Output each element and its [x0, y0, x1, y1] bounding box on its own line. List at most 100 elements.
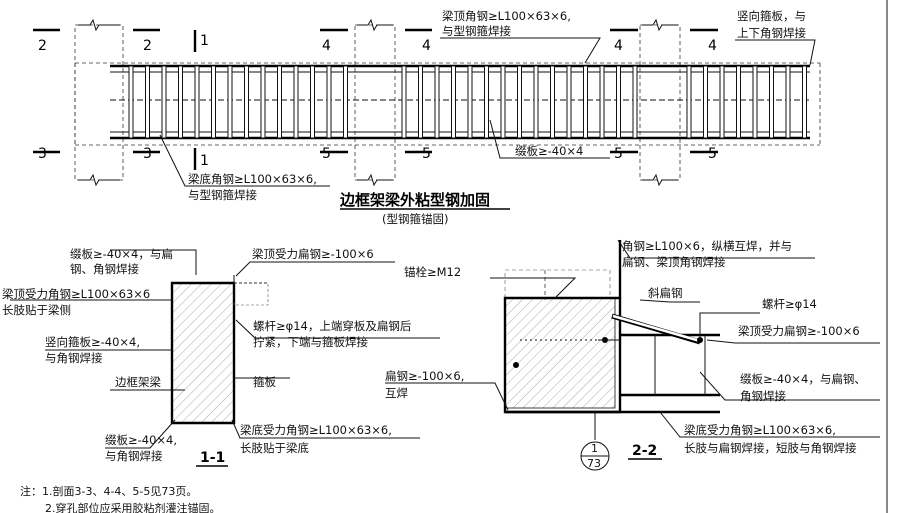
stirrup-plate: [583, 65, 588, 139]
note-top-angle-2: 与型钢箍焊接: [442, 24, 511, 38]
s22-batten: 缀板≥-40×4，与扁钢、: [740, 372, 866, 386]
stirrup-plate: [484, 65, 489, 139]
section-label-2-2: 2-2: [632, 443, 657, 459]
s11-batten-bottom: 缀板≥-40×4,: [105, 433, 177, 447]
section-3-right: 3: [143, 146, 152, 162]
stirrup-plate: [227, 65, 233, 139]
s22-top-flat: 梁顶受力扁钢≥-100×6: [738, 324, 860, 338]
stirrup-plate: [632, 65, 638, 139]
s11-edge-beam: 边框架梁: [115, 375, 161, 389]
section-3-left: 3: [38, 146, 47, 162]
note-top-angle: 梁顶角钢≥L100×63×6,: [442, 9, 571, 23]
s22-diag-flat: 斜扁钢: [648, 286, 683, 300]
section-1-1: 缀板≥-40×4，与扁 钢、角钢焊接 梁顶受力扁钢≥-100×6 梁顶受力角钢≥…: [2, 247, 440, 467]
note-vertical-plate-2: 上下角钢焊接: [737, 26, 806, 40]
section-1-top: 1: [200, 33, 209, 49]
s11-batten-bottom-2: 与角钢焊接: [105, 449, 163, 463]
stirrup-plates: [128, 65, 807, 139]
section-5-a: 5: [322, 146, 331, 162]
note-bottom-angle-2: 与型钢箍焊接: [188, 188, 257, 202]
s11-bolt: 螺杆≥φ14，上端穿板及扁钢后: [253, 319, 411, 333]
footnotes: 注：1.剖面3-3、4-4、5-5见73页。 2.穿孔部位应采用胶粘剂灌注锚固。: [20, 484, 221, 513]
s11-vertical-plate: 竖向箍板≥-40×4,: [45, 335, 140, 349]
s22-flat: 扁钢≥-100×6,: [385, 369, 464, 383]
section-2-right: 2: [143, 38, 152, 54]
stirrup-plate: [211, 65, 216, 139]
section-4-b: 4: [422, 38, 431, 54]
stirrup-plate: [769, 65, 774, 139]
section-2-left: 2: [38, 38, 47, 54]
stirrup-plate: [161, 65, 167, 139]
stirrup-plate: [128, 65, 134, 139]
stirrup-plate: [686, 65, 692, 139]
footnote-1: 注：1.剖面3-3、4-4、5-5见73页。: [20, 484, 197, 498]
section-2-2: 锚栓≥M12 角钢≥L100×6，纵横互焊，并与 扁钢、梁顶角钢焊接 斜扁钢 螺…: [385, 239, 880, 471]
section-cut-marks: 2 2 3 3 1 1 4 4 4 4 5 5 5 5: [33, 28, 718, 170]
stirrup-plate: [802, 65, 807, 139]
stirrup-plate: [467, 65, 473, 139]
stirrup-plate: [599, 65, 605, 139]
s11-bolt-2: 拧紧，下端与箍板焊接: [253, 335, 368, 349]
s11-vertical-plate-2: 与角钢焊接: [45, 351, 103, 365]
stirrup-plate: [703, 65, 708, 139]
s22-anchor: 锚栓≥M12: [404, 265, 461, 279]
s22-angle: 角钢≥L100×6，纵横互焊，并与: [622, 239, 792, 253]
s22-bolt: 螺杆≥φ14: [762, 297, 817, 311]
elevation-view: [74, 18, 821, 187]
stirrup-plate: [434, 65, 440, 139]
s11-bottom-angle-2: 长肢贴于梁底: [240, 441, 309, 455]
stirrup-plate: [401, 65, 407, 139]
elevation-notes: 梁顶角钢≥L100×63×6, 与型钢箍焊接 竖向箍板，与 上下角钢焊接 缀板≥…: [159, 9, 816, 226]
s11-top-angle: 梁顶受力角钢≥L100×63×6: [2, 287, 150, 301]
stirrup-plate: [566, 65, 572, 139]
section-4-d: 4: [708, 38, 717, 54]
s11-batten-top-2: 钢、角钢焊接: [70, 262, 139, 276]
stirrup-plate: [752, 65, 758, 139]
stirrup-plate: [145, 65, 150, 139]
stirrup-plate: [343, 65, 348, 139]
stirrup-plate: [533, 65, 539, 139]
section-4-a: 4: [322, 38, 331, 54]
section-5-c: 5: [614, 146, 623, 162]
s11-stirrup: 箍板: [253, 375, 276, 389]
stirrup-plate: [326, 65, 332, 139]
stirrup-plate: [736, 65, 741, 139]
s22-angle-2: 扁钢、梁顶角钢焊接: [622, 255, 726, 269]
note-bottom-angle: 梁底角钢≥L100×63×6,: [188, 172, 317, 186]
s11-bottom-angle: 梁底受力角钢≥L100×63×6,: [240, 423, 392, 437]
s22-bottom-angle: 梁底受力角钢≥L100×63×6,: [684, 423, 836, 437]
detail-ref-top: 1: [591, 442, 598, 455]
stirrup-plate: [194, 65, 200, 139]
stirrup-plate: [260, 65, 266, 139]
section-5-d: 5: [708, 146, 717, 162]
s11-top-angle-2: 长肢贴于梁侧: [2, 303, 71, 317]
stirrup-plate: [719, 65, 725, 139]
stirrup-plate: [550, 65, 555, 139]
stirrup-plate: [310, 65, 315, 139]
section-5-b: 5: [422, 146, 431, 162]
section-4-c: 4: [614, 38, 623, 54]
s22-batten-2: 角钢焊接: [740, 389, 786, 403]
s11-batten-top: 缀板≥-40×4，与扁: [70, 247, 173, 261]
stirrup-plate: [178, 65, 183, 139]
stirrup-plate: [244, 65, 249, 139]
stirrup-plate: [785, 65, 791, 139]
section-1-bottom: 1: [200, 153, 209, 169]
s22-flat-2: 互焊: [385, 386, 408, 400]
stirrup-plate: [616, 65, 621, 139]
footnote-2: 2.穿孔部位应采用胶粘剂灌注锚固。: [45, 501, 221, 513]
stirrup-plate: [418, 65, 423, 139]
stirrup-plate: [517, 65, 522, 139]
note-batten: 缀板≥-40×4: [515, 144, 583, 158]
stirrup-plate: [451, 65, 456, 139]
s22-bottom-angle-2: 长肢与扁钢焊接，短肢与角钢焊接: [684, 441, 857, 455]
note-vertical-plate: 竖向箍板，与: [737, 9, 806, 23]
detail-ref-bottom: 73: [587, 457, 601, 470]
elevation-title: 边框架梁外粘型钢加固: [339, 191, 490, 209]
stirrup-plate: [293, 65, 299, 139]
stirrup-plate: [277, 65, 282, 139]
section-label-1-1: 1-1: [200, 450, 225, 466]
stirrup-plate: [500, 65, 506, 139]
elevation-subtitle: (型钢箍锚固): [382, 212, 448, 226]
